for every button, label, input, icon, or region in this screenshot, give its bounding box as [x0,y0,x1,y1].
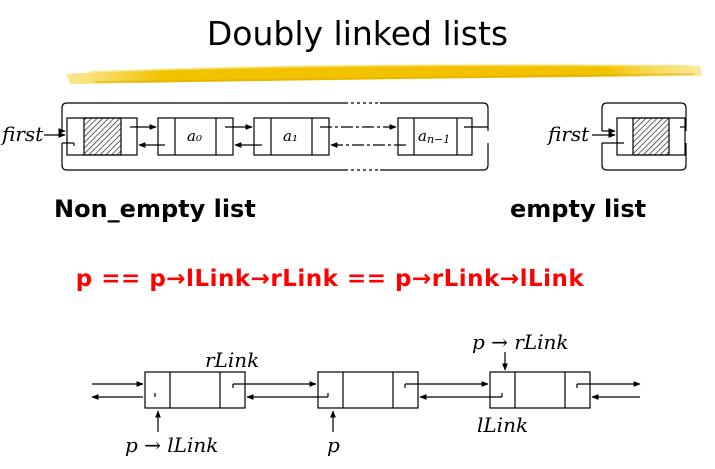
node-a0 [157,117,234,156]
llink-label: lLink [477,413,528,437]
non-empty-list-label: Non_empty list [54,195,256,223]
p-label: p [327,433,340,457]
rlink-label: rLink [205,348,259,372]
p-rlink-label: p → rLink [472,330,569,354]
empty-list-label: empty list [510,195,647,223]
empty-header-node [616,117,686,156]
first-pointer-label: first [0,122,44,146]
node-a1 [253,117,330,156]
node-left [144,371,246,409]
node-middle [317,371,419,409]
header-node [66,117,138,156]
linked-list-diagrams: first first a₀ a₁ an−1 [0,101,687,172]
node-an-1-label: an−1 [418,127,450,146]
node-pointer-diagram: rLink p → rLink lLink p → lLink p [91,330,641,457]
node-a0-label: a₀ [187,127,202,145]
node-an-1 [397,117,473,156]
slide-title: Doubly linked lists [206,14,509,53]
node-a1-label: a₁ [283,127,298,145]
pointer-equation: p == p→lLink→rLink == p→rLink→lLink [75,266,585,292]
p-llink-label: p → lLink [125,433,218,457]
node-right [489,371,591,409]
empty-first-pointer-label: first [546,122,590,146]
title-underline-stroke [66,64,702,84]
